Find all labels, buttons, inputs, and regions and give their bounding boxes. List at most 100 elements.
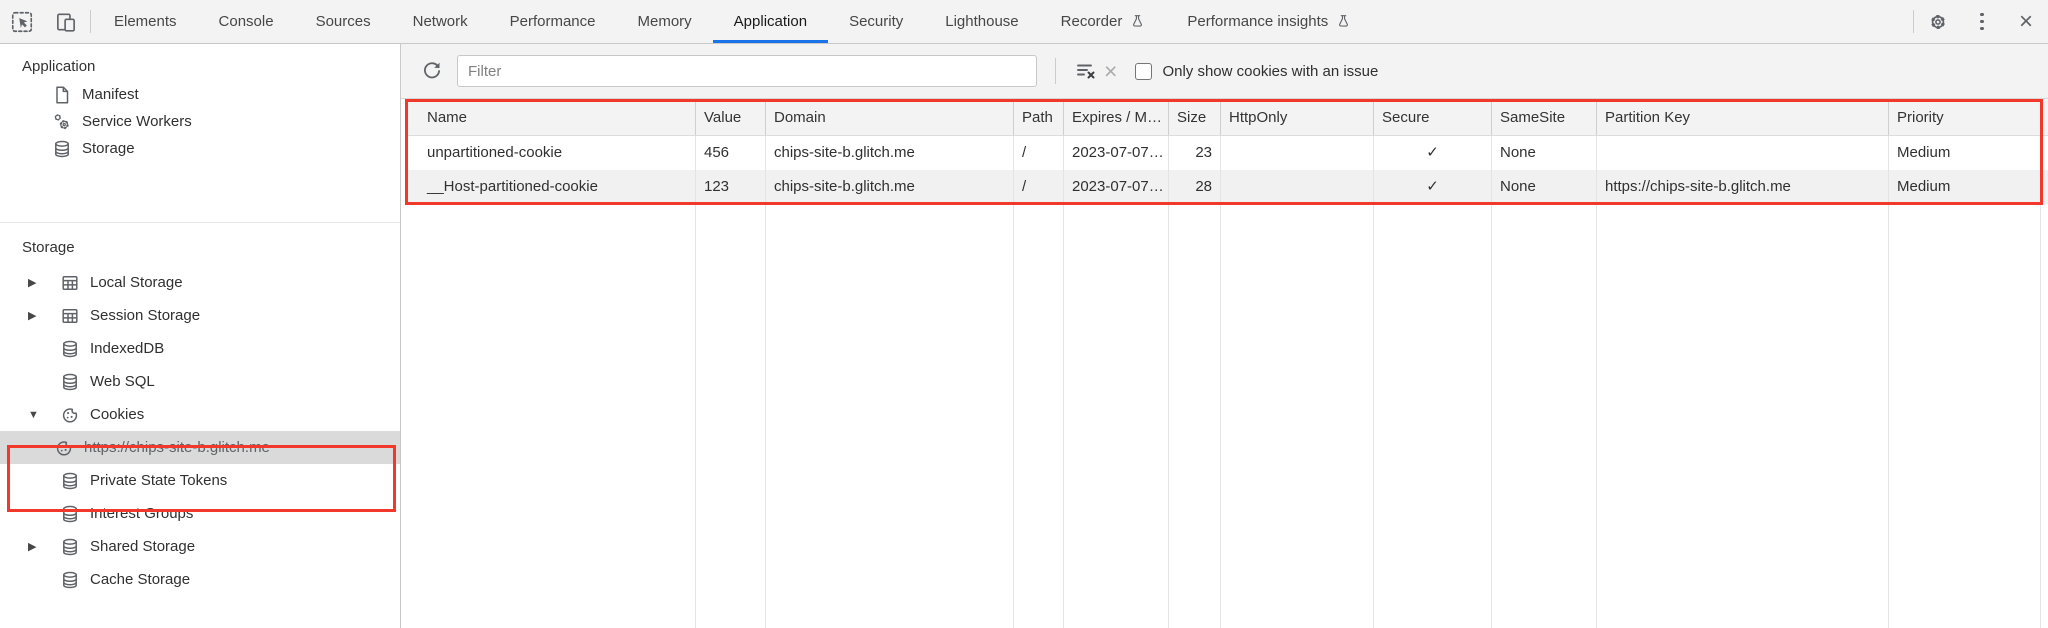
chevron-collapsed-icon[interactable]: ▶ [28,277,37,289]
application-sidebar: Application Manifest Service [0,44,401,628]
cell-size: 23 [1169,136,1221,170]
sidebar-item-private-state-tokens[interactable]: Private State Tokens [0,464,400,497]
column-header-partition-key[interactable]: Partition Key [1597,101,1889,135]
column-header-expires[interactable]: Expires / M… [1064,101,1169,135]
cookie-row-host-partitioned[interactable]: __Host-partitioned-cookie 123 chips-site… [407,170,2048,204]
sidebar-item-service-workers[interactable]: Service Workers [0,108,400,135]
sidebar-item-web-sql[interactable]: Web SQL [0,365,400,398]
device-toolbar-icon [55,11,77,33]
gears-icon [52,112,72,132]
database-icon [60,537,80,557]
sidebar-item-cache-storage[interactable]: Cache Storage [0,563,400,596]
cell-name: __Host-partitioned-cookie [407,170,696,204]
panel-tabs: Elements Console Sources Network Perform… [93,0,1911,43]
cell-secure-checkmark: ✓ [1374,170,1492,204]
cookie-icon [60,405,80,425]
tab-performance-insights[interactable]: Performance insights [1166,0,1372,43]
cell-name: unpartitioned-cookie [407,136,696,170]
tab-sources[interactable]: Sources [315,13,371,30]
cookie-row-unpartitioned[interactable]: unpartitioned-cookie 456 chips-site-b.gl… [407,136,2048,170]
sidebar-item-cookies[interactable]: ▼ Cookies [28,405,145,425]
sidebar-item-cookie-origin[interactable]: https://chips-site-b.glitch.me [0,431,400,464]
cell-priority: Medium [1889,170,2041,204]
cell-value: 456 [696,136,766,170]
sidebar-item-manifest[interactable]: Manifest [0,81,400,108]
cell-samesite: None [1492,170,1597,204]
cell-partition-key: https://chips-site-b.glitch.me [1597,170,1889,204]
cell-expires: 2023-07-07… [1064,136,1169,170]
column-header-name[interactable]: Name [407,101,696,135]
tab-console[interactable]: Console [218,13,274,30]
table-icon [60,273,80,293]
cookies-panel: × Only show cookies with an issue Name V… [401,44,2048,628]
cell-domain: chips-site-b.glitch.me [766,170,1014,204]
cell-secure-checkmark: ✓ [1374,136,1492,170]
column-header-path[interactable]: Path [1014,101,1064,135]
sidebar-item-interest-groups[interactable]: Interest Groups [0,497,400,530]
cell-samesite: None [1492,136,1597,170]
sidebar-item-storage[interactable]: Storage [0,135,400,162]
file-icon [52,85,72,105]
column-header-httponly[interactable]: HttpOnly [1221,101,1374,135]
cell-partition-key [1597,136,1889,170]
column-header-value[interactable]: Value [696,101,766,135]
flask-icon [1336,13,1351,30]
chevron-collapsed-icon[interactable]: ▶ [28,541,37,553]
clear-filter-icon [1074,59,1098,83]
database-icon [60,570,80,590]
cookie-table-filler [407,204,2048,628]
refresh-button[interactable] [415,54,449,88]
cell-size: 28 [1169,170,1221,204]
column-header-size[interactable]: Size [1169,101,1221,135]
filterbar-divider [1055,58,1056,84]
cell-priority: Medium [1889,136,2041,170]
cell-path: / [1014,136,1064,170]
tab-security[interactable]: Security [849,13,904,30]
sidebar-item-shared-storage[interactable]: ▶ Shared Storage [28,537,196,557]
chevron-expanded-icon[interactable]: ▼ [28,408,39,421]
refresh-icon [420,59,444,83]
database-icon [60,504,80,524]
toolbar-divider [90,10,91,33]
sidebar-section-application: Application Manifest Service [0,44,400,162]
devtools-toolbar: Elements Console Sources Network Perform… [0,0,2048,44]
clear-filter-button[interactable] [1070,55,1102,87]
tab-recorder[interactable]: Recorder [1040,0,1167,43]
tab-elements[interactable]: Elements [114,13,177,30]
column-header-samesite[interactable]: SameSite [1492,101,1597,135]
device-toolbar-button[interactable] [44,0,88,43]
cell-expires: 2023-07-07… [1064,170,1169,204]
toolbar-divider [1913,10,1914,33]
tab-performance[interactable]: Performance [509,13,596,30]
cell-httponly [1221,136,1374,170]
column-header-priority[interactable]: Priority [1889,101,2041,135]
more-options-button[interactable] [1960,0,2004,43]
tab-network[interactable]: Network [412,13,468,30]
cookie-table-header: Name Value Domain Path Expires / M… Size… [407,101,2048,136]
close-icon: × [2018,7,2033,35]
cell-domain: chips-site-b.glitch.me [766,136,1014,170]
issue-filter-label: Only show cookies with an issue [1162,62,1379,80]
tab-memory[interactable]: Memory [637,13,692,30]
column-header-domain[interactable]: Domain [766,101,1014,135]
cookie-data-grid: Name Value Domain Path Expires / M… Size… [405,99,2048,628]
inspect-element-button[interactable] [0,0,44,43]
filter-input[interactable] [457,55,1037,87]
sidebar-item-indexeddb[interactable]: IndexedDB [0,332,400,365]
chevron-collapsed-icon[interactable]: ▶ [28,310,37,322]
delete-cookie-icon[interactable]: × [1104,57,1118,84]
tab-application[interactable]: Application [713,0,828,43]
cookies-filter-toolbar: × Only show cookies with an issue [401,44,2048,99]
sidebar-item-local-storage[interactable]: ▶ Local Storage [28,273,183,293]
cell-httponly [1221,170,1374,204]
column-header-secure[interactable]: Secure [1374,101,1492,135]
cell-path: / [1014,170,1064,204]
gear-icon [1926,10,1950,34]
settings-button[interactable] [1916,0,1960,43]
close-devtools-button[interactable]: × [2004,0,2048,43]
tab-lighthouse[interactable]: Lighthouse [945,13,1019,30]
database-icon [60,372,80,392]
issue-filter-checkbox[interactable] [1135,62,1153,80]
sidebar-section-storage: Storage ▶ Local Storage ▶ [0,223,400,596]
sidebar-item-session-storage[interactable]: ▶ Session Storage [28,307,201,324]
